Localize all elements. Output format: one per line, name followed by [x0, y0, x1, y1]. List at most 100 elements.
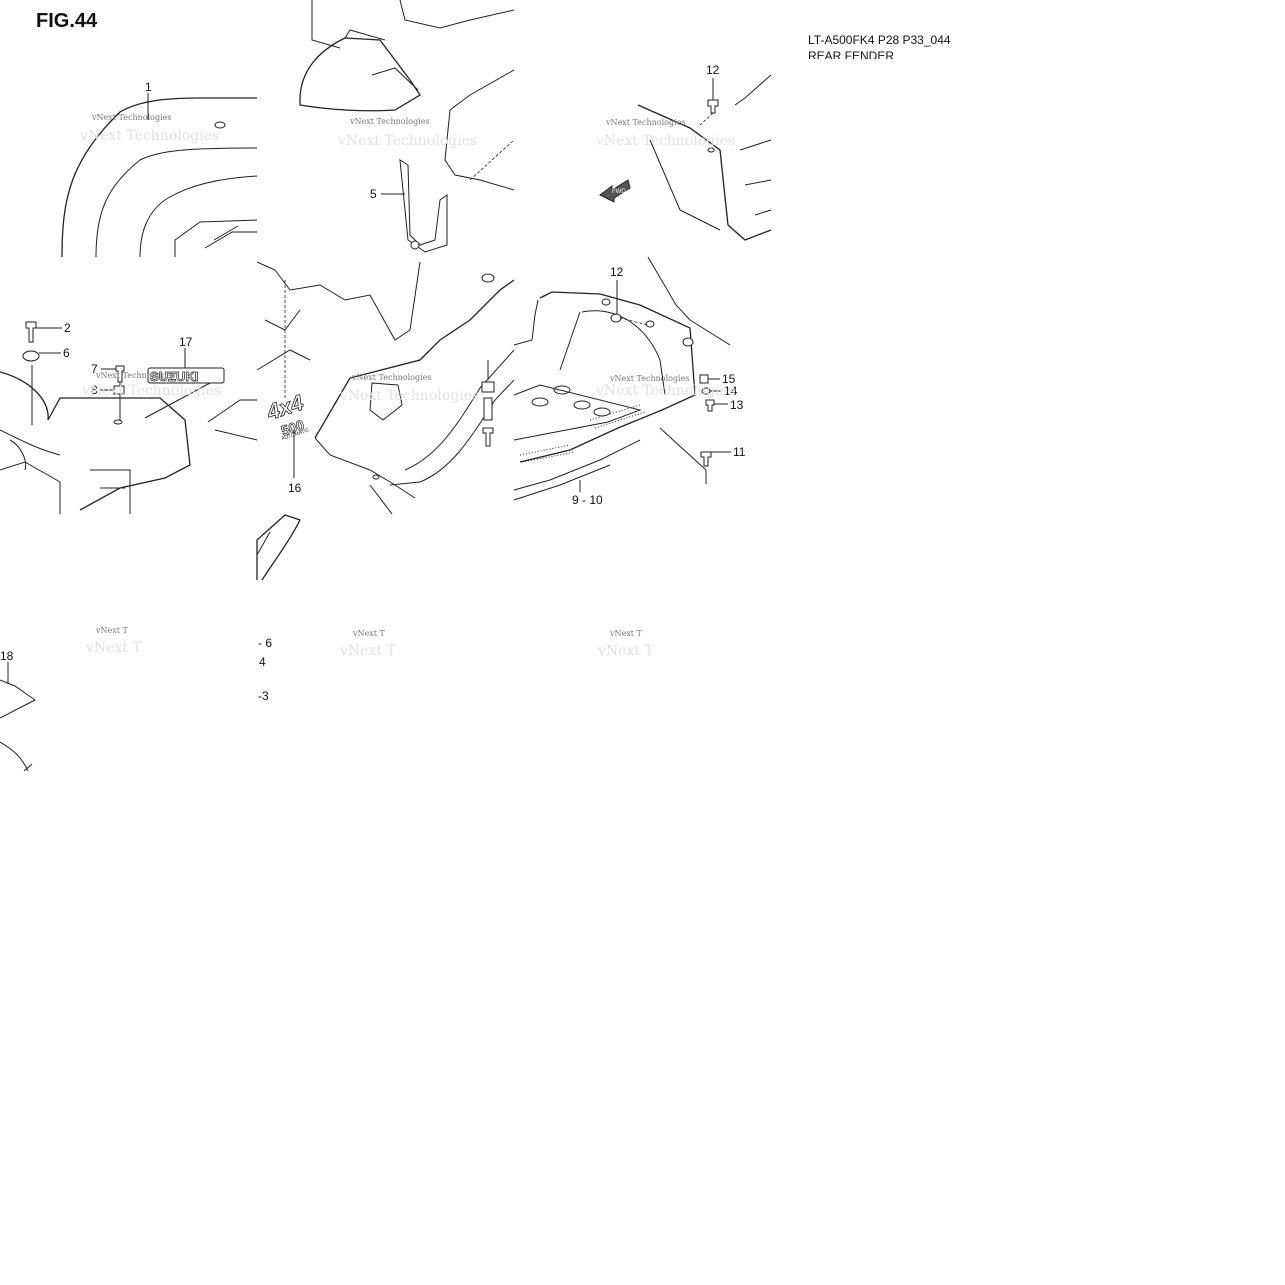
watermark: vNext Technologies — [91, 113, 171, 122]
watermark-ghost: vNext Technologies — [339, 388, 479, 404]
collar-upper — [481, 381, 495, 393]
bolt-12-top — [707, 99, 719, 114]
callout-2: 2 — [64, 321, 71, 335]
callout-3: -3 — [258, 689, 269, 703]
suzuki-emblem-text: SUZUKI — [150, 369, 198, 384]
tile-fender-side: 2 6 7 8 SUZUKI 17 vNext Technologies vNe… — [0, 321, 258, 514]
frame-top — [311, 0, 515, 49]
callout-15: 15 — [722, 372, 736, 386]
fender-side-inner — [0, 429, 61, 514]
4x4-badge: 4x4 500 AUTOMATIC — [262, 389, 310, 442]
bracket-5 — [399, 159, 448, 253]
fender-outline — [61, 97, 257, 258]
bolt-12-bottom-head — [610, 313, 622, 323]
callout-12-top: 12 — [706, 63, 720, 77]
tile-row3-middle: - 6 4 -3 vNext T vNext T — [256, 514, 396, 703]
footrest-cutout — [553, 385, 571, 395]
callout-8: 8 — [91, 383, 98, 397]
access-plate — [369, 382, 403, 421]
callout-1: 1 — [145, 80, 152, 94]
tile-rear-fender-top: 1 vNext Technologies vNext Technologies — [61, 80, 258, 258]
footrest-cutout — [531, 397, 549, 407]
footrest-tread-dots — [519, 404, 646, 463]
watermark-ghost: vNext T — [597, 643, 654, 659]
tile-row3-right: vNext T vNext T — [597, 629, 654, 659]
tile-footrest: 12 15 14 13 11 9 - 10 vNext Technologies… — [481, 256, 746, 507]
watermark: vNext Technologies — [609, 374, 689, 383]
frame-upper — [256, 261, 421, 371]
footrest-wheel-arch — [581, 310, 666, 396]
mudguard-inner — [344, 29, 419, 91]
footrest-hole — [645, 320, 655, 328]
callout-12-bottom: 12 — [610, 265, 624, 279]
bolt-lower — [482, 427, 494, 447]
fwd-arrow-icon: FWD — [599, 179, 631, 203]
watermark-ghost: vNext Technologies — [337, 133, 477, 149]
suzuki-emblem: SUZUKI — [147, 367, 225, 384]
callout-13: 13 — [730, 398, 744, 412]
watermark-ghost: vNext Technologies — [595, 383, 735, 399]
tile-rear-panel: 12 FWD vNext Technologies vNext Technolo… — [595, 63, 772, 241]
fender-arc-tick — [23, 763, 33, 772]
watermark-ghost: vNext T — [85, 640, 142, 656]
screw-7 — [115, 365, 125, 383]
tile-mudguard: 5 vNext Technologies vNext Technologies — [299, 0, 515, 253]
footrest-grommet — [682, 337, 694, 347]
emblem-leader-diagonal — [144, 382, 211, 419]
fender-hole — [214, 121, 226, 129]
tile-row3-left: 18 vNext T vNext T — [0, 626, 142, 772]
watermark: vNext Technologies — [349, 117, 429, 126]
fender-rim — [139, 175, 258, 258]
callout-16: 16 — [288, 481, 302, 495]
side-cover-fender-arc — [389, 349, 515, 486]
watermark-ghost: vNext T — [339, 643, 396, 659]
bolt-axis-12-top — [699, 112, 714, 126]
rear-panel-box — [739, 139, 772, 216]
footrest-top-edge — [513, 299, 539, 346]
watermark-ghost: vNext Technologies — [79, 128, 219, 144]
cover-screw-hole — [372, 474, 380, 480]
fender-arc-fragment — [0, 741, 29, 772]
footrest-outline — [519, 291, 696, 463]
sticker-18 — [0, 679, 36, 719]
tile-side-cover: 4x4 500 AUTOMATIC 16 vNext Technologies … — [256, 261, 515, 515]
watermark-ghost: vNext Technologies — [81, 383, 221, 399]
footrest-lower-frame — [513, 439, 641, 501]
callout-18: 18 — [0, 649, 14, 663]
model-code: LT-A500FK4 P28 P33_044 — [808, 33, 951, 47]
watermark: vNext Technologies — [95, 371, 175, 380]
watermark: vNext T — [609, 629, 643, 638]
fender-side-flap — [207, 399, 258, 441]
spacer-sleeve — [483, 397, 493, 421]
grommet-6 — [22, 350, 40, 362]
cover-extension — [369, 484, 393, 515]
fender-fragment — [256, 514, 301, 581]
callout-6-bottom-number: 6 — [265, 636, 272, 650]
spacer-15 — [699, 374, 709, 384]
side-hole — [113, 419, 123, 425]
callout-4: 4 — [259, 655, 266, 669]
callout-3-number: 3 — [262, 689, 269, 703]
fwd-label: FWD — [612, 189, 626, 195]
footrest-brace — [647, 256, 731, 484]
footrest-cutout — [573, 400, 591, 410]
callout-9-10: 9 - 10 — [572, 493, 603, 507]
callout-7: 7 — [91, 362, 98, 376]
callout-6-bottom: - 6 — [258, 636, 272, 650]
fender-fragment-inner — [256, 531, 271, 556]
fender-rack-bar — [174, 219, 258, 257]
rear-panel-body — [637, 104, 772, 241]
footrest-strut — [559, 311, 581, 371]
frame-right — [444, 69, 515, 191]
footrest-hole — [601, 298, 611, 306]
callout-5: 5 — [370, 187, 377, 201]
panel-hole — [707, 147, 715, 153]
section-title: REAR FENDER — [808, 49, 895, 59]
bolt-11 — [700, 451, 712, 467]
side-cover-body — [314, 279, 515, 439]
fender-rack-detail — [204, 225, 257, 249]
rear-panel-edge — [649, 74, 772, 231]
callout-14: 14 — [724, 384, 738, 398]
